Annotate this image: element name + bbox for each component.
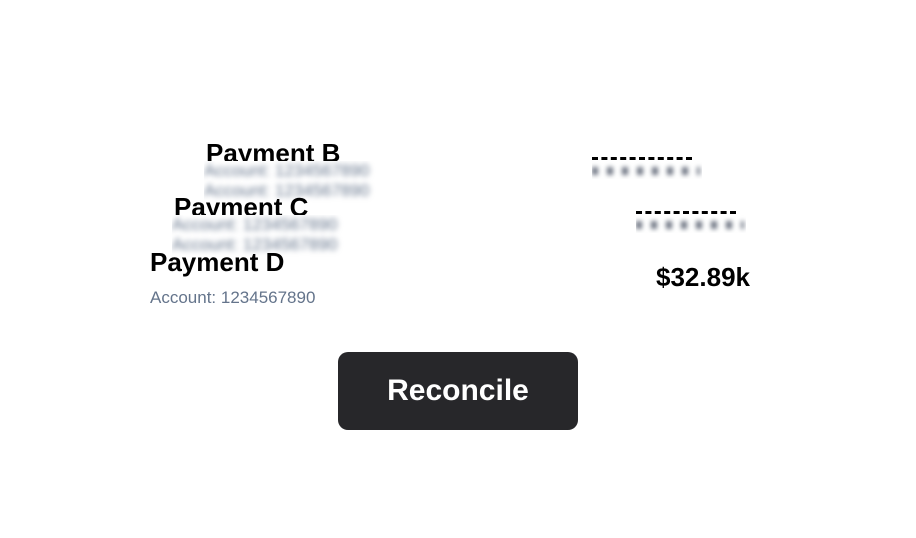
- payment-title: Payment D: [150, 247, 285, 277]
- payment-account: Account: 1234567890: [150, 288, 316, 307]
- reconcile-button[interactable]: Reconcile: [338, 352, 578, 430]
- payment-amount-blurred: [636, 211, 746, 233]
- payment-amount: $32.89k: [656, 262, 750, 292]
- payment-amount-blurred: [592, 157, 702, 179]
